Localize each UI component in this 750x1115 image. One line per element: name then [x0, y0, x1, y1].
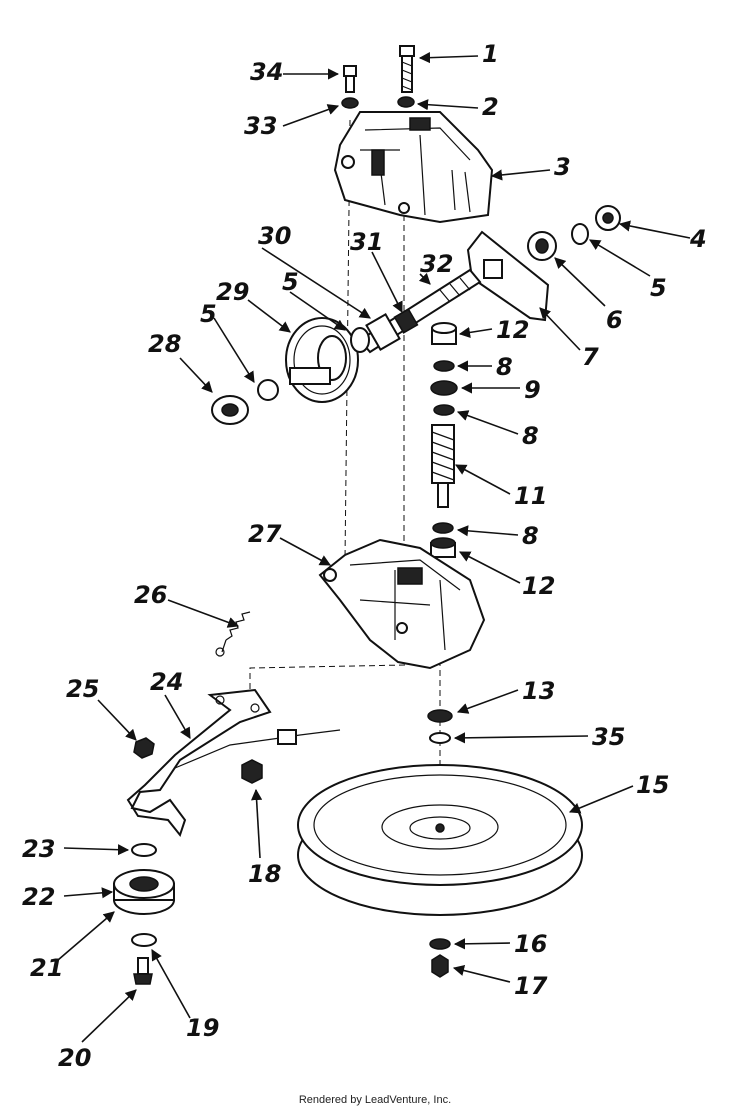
nut-18 — [241, 759, 263, 784]
lever-arm-24 — [126, 688, 272, 838]
upper-housing — [333, 111, 494, 224]
washer-33 — [341, 97, 359, 109]
pulley-15 — [297, 764, 583, 916]
washer-13 — [427, 709, 453, 723]
callout-17: 17 — [514, 972, 548, 1000]
callout-5-left: 5 — [200, 300, 217, 328]
washer-19 — [131, 933, 157, 947]
washer-16 — [429, 938, 451, 950]
callout-5-mid: 5 — [282, 268, 299, 296]
callout-31: 31 — [350, 228, 383, 256]
lower-housing — [318, 538, 486, 670]
collar-31 — [393, 308, 419, 334]
spacer-23 — [131, 843, 157, 857]
bushing-28 — [211, 395, 249, 425]
cable-fitting — [277, 729, 297, 745]
exploded-parts-diagram: 1 2 3 4 5 6 7 12 8 9 8 11 8 12 13 35 15 … — [22, 40, 707, 1072]
washer-8-mid — [433, 404, 455, 416]
callout-34: 34 — [250, 58, 283, 86]
callout-3: 3 — [554, 153, 571, 181]
callout-16: 16 — [514, 930, 547, 958]
callout-5-right: 5 — [650, 274, 667, 302]
callout-15: 15 — [636, 771, 669, 799]
callout-12-top: 12 — [496, 316, 529, 344]
callout-21: 21 — [30, 954, 63, 982]
bushing-6 — [527, 231, 557, 261]
washer-5-mid — [350, 327, 370, 353]
bolt-1 — [399, 45, 415, 93]
bolt-34 — [343, 65, 357, 93]
callout-25: 25 — [66, 675, 99, 703]
collar-30 — [365, 313, 401, 351]
callout-11: 11 — [514, 482, 547, 510]
nut-17 — [431, 954, 449, 978]
callout-8-mid: 8 — [522, 422, 539, 450]
callout-32: 32 — [420, 250, 453, 278]
callout-1: 1 — [482, 40, 499, 68]
sprocket-4 — [595, 205, 621, 231]
washer-5-left — [257, 379, 279, 401]
bearing-12-top — [431, 322, 457, 345]
callout-26: 26 — [134, 581, 167, 609]
bearing-12-bottom — [430, 537, 456, 558]
callout-22: 22 — [22, 883, 55, 911]
washer-5-right — [571, 223, 589, 245]
callout-7: 7 — [582, 343, 599, 371]
washer-35 — [429, 732, 451, 744]
callout-9: 9 — [524, 376, 541, 404]
callout-30: 30 — [258, 222, 291, 250]
bolt-20 — [133, 957, 153, 985]
callout-24: 24 — [150, 668, 183, 696]
gear-29 — [285, 317, 359, 403]
callout-18: 18 — [248, 860, 281, 888]
spring-26 — [215, 611, 251, 657]
callout-19: 19 — [186, 1014, 219, 1042]
callout-2: 2 — [482, 93, 499, 121]
callout-29: 29 — [216, 278, 249, 306]
washer-8-top — [433, 360, 455, 372]
callout-23: 23 — [22, 835, 55, 863]
worm-shaft-11 — [431, 424, 455, 508]
callout-20: 20 — [58, 1044, 91, 1072]
callout-28: 28 — [148, 330, 181, 358]
callout-labels: 1 2 3 4 5 6 7 12 8 9 8 11 8 12 13 35 15 … — [22, 40, 707, 1072]
bearing-9 — [430, 380, 458, 396]
callout-8-top: 8 — [496, 353, 513, 381]
washer-8-bottom — [432, 522, 454, 534]
callout-27: 27 — [248, 520, 282, 548]
callout-4: 4 — [689, 225, 707, 253]
idler-pulley-22 — [113, 869, 175, 915]
callout-35: 35 — [592, 723, 625, 751]
callout-12-bottom: 12 — [522, 572, 555, 600]
render-credit: Rendered by LeadVenture, Inc. — [298, 1094, 452, 1106]
leader-lines — [57, 52, 691, 1043]
nut-25 — [133, 737, 155, 759]
callout-13: 13 — [522, 677, 555, 705]
washer-2 — [397, 96, 415, 108]
callout-8-bottom: 8 — [522, 522, 539, 550]
callout-6: 6 — [606, 306, 623, 334]
callout-33: 33 — [244, 112, 277, 140]
